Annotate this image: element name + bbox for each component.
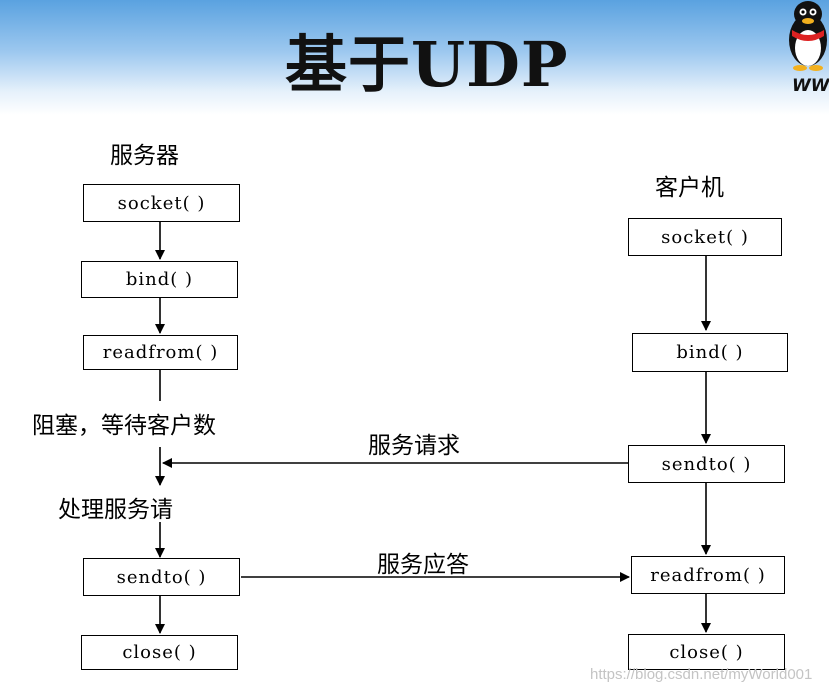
- logo-text: WWW: [792, 76, 829, 96]
- server-heading: 服务器: [110, 143, 179, 169]
- response-label: 服务应答: [377, 552, 469, 578]
- client-sendto-box: sendto( ): [628, 445, 785, 483]
- title-banner: [0, 0, 829, 115]
- watermark-text: https://blog.csdn.net/myWorld001: [590, 666, 813, 683]
- client-socket-box: socket( ): [628, 218, 782, 256]
- server-bind-box: bind( ): [81, 261, 238, 298]
- penguin-logo-icon: [789, 1, 827, 71]
- client-bind-box: bind( ): [632, 333, 788, 372]
- server-sendto-box: sendto( ): [83, 558, 240, 596]
- server-process-note: 处理服务请: [58, 497, 173, 523]
- server-socket-box: socket( ): [83, 184, 240, 222]
- slide-title: 基于UDP: [285, 28, 569, 101]
- server-readfrom-box: readfrom( ): [83, 335, 238, 370]
- request-label: 服务请求: [368, 433, 460, 459]
- client-close-box: close( ): [628, 634, 785, 670]
- client-heading: 客户机: [655, 175, 724, 201]
- server-close-box: close( ): [81, 635, 238, 670]
- server-block-note: 阻塞，等待客户数: [32, 413, 216, 439]
- client-readfrom-box: readfrom( ): [631, 556, 785, 594]
